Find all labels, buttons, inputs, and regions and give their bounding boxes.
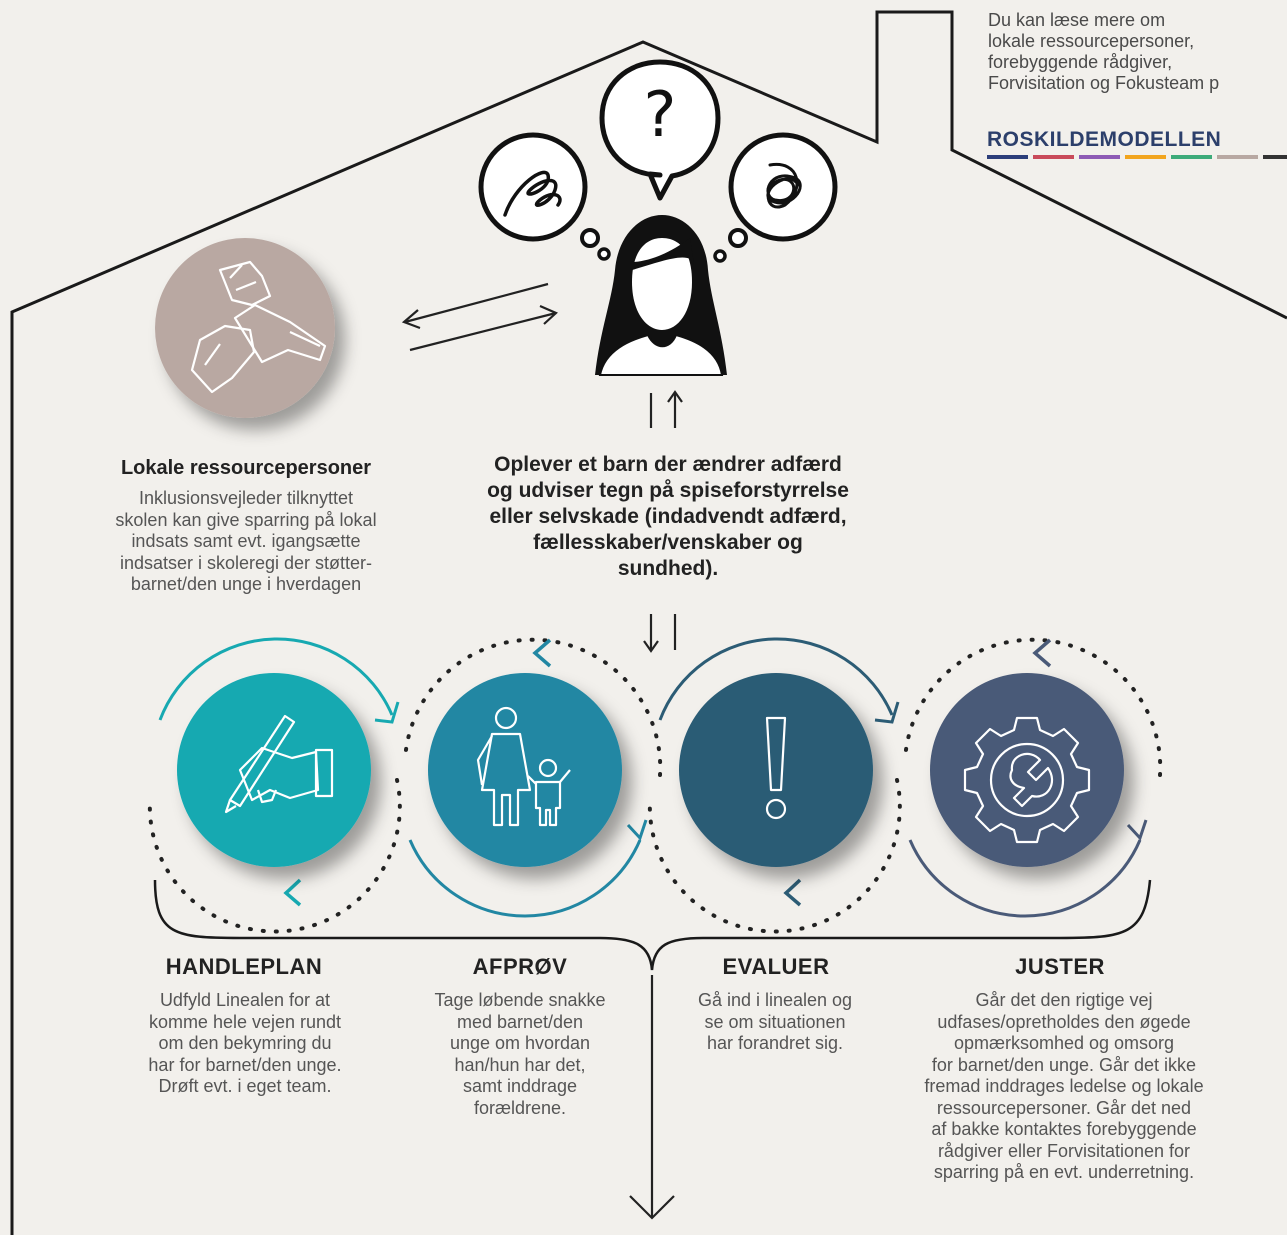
stage-circle-handleplan [177, 673, 371, 867]
stage-circle-evaluer [679, 673, 873, 867]
tangle-icon [766, 163, 802, 209]
resource-description: Inklusionsvejleder tilknyttet skolen kan… [115, 488, 377, 594]
brand-bar-segment [1033, 155, 1074, 159]
brand-bar-segment [1171, 155, 1212, 159]
resource-title: Lokale ressourcepersoner [120, 457, 372, 479]
center-question: Oplever et barn der ændrer adfærd og udv… [487, 453, 849, 580]
stages-brace [153, 879, 1152, 971]
note-line: lokale ressourcepersoner, [988, 31, 1195, 51]
stage-circle-afproev [428, 673, 622, 867]
resource-circle [155, 238, 335, 418]
stage-description-evaluer: Gå ind i linealen og se om situationen h… [697, 990, 853, 1053]
brand-bar-segment [1079, 155, 1120, 159]
thought-bubble-right [713, 132, 838, 263]
woman-thinking-icon [595, 215, 727, 376]
stage-title-juster: JUSTER [1015, 954, 1105, 979]
stage-title-afproev: AFPRØV [472, 954, 568, 979]
stage-title-evaluer: EVALUER [722, 954, 830, 979]
hand-writing-icon [224, 714, 334, 814]
brand-bar-segment [1217, 155, 1258, 159]
parent-child-icon [476, 706, 571, 827]
stage-circle-juster [930, 673, 1124, 867]
up-down-arrows-bottom [643, 614, 677, 653]
process-cycle-decorations [147, 637, 1163, 934]
hands-together-icon [190, 260, 327, 394]
gear-wrench-icon [963, 716, 1091, 844]
thought-bubble-left [478, 132, 611, 261]
stage-description-handleplan: Udfyld Linealen for at komme hele vejen … [148, 990, 342, 1096]
up-down-arrows-top [649, 390, 683, 428]
stage-title-handleplan: HANDLEPLAN [165, 954, 323, 979]
roskildemodellen-link[interactable]: ROSKILDEMODELLEN [987, 128, 1222, 151]
more-info-note: Du kan læse mere om lokale ressourcepers… [988, 10, 1287, 94]
scribble-icon [503, 170, 562, 217]
thought-bubble-center [599, 59, 721, 201]
question-mark-icon: ? [643, 78, 677, 151]
stage-description-afproev: Tage løbende snakke med barnet/den unge … [434, 990, 606, 1118]
brand-bar-segment [1125, 155, 1166, 159]
brand-bar-segment [1263, 155, 1287, 159]
down-arrow [629, 975, 675, 1220]
house-outline [10, 10, 1287, 1235]
note-line: forebyggende rådgiver, [988, 52, 1173, 72]
exclamation-icon [765, 716, 787, 820]
note-line: Forvisitation og Fokusteam p [988, 73, 1220, 93]
stage-description-juster: Går det den rigtige vej udfases/oprethol… [924, 990, 1204, 1182]
brand-bar-segment [987, 155, 1028, 159]
exchange-arrows [401, 282, 558, 352]
note-line: Du kan læse mere om [988, 10, 1166, 30]
